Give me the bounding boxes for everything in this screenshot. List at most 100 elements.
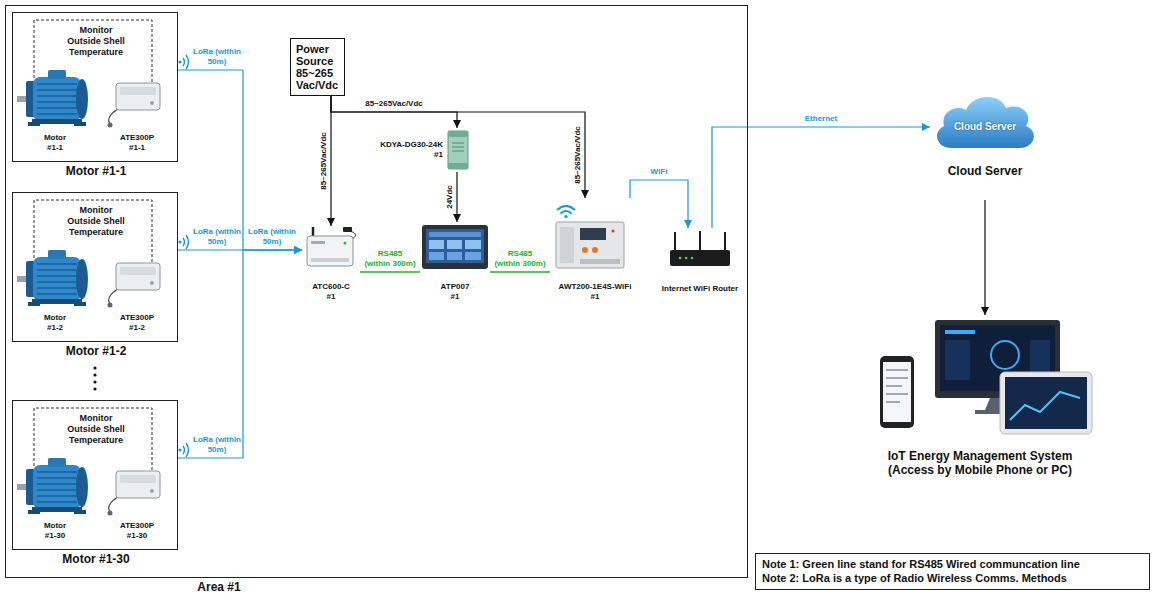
cloud-shape (937, 97, 1034, 148)
ethernet-link (712, 127, 930, 228)
sensor-label: ATE300P #1-30 (120, 521, 155, 541)
motor-label: Motor #1-30 (44, 521, 67, 541)
devices-illustration (1000, 372, 1092, 434)
area-title: Area #1 (197, 580, 242, 594)
edge-label: 85~265Vac/Vdc (318, 132, 328, 191)
device-label: AWT200-1E4S-WiFi #1 (558, 282, 632, 302)
continuation-dots (93, 373, 96, 376)
notes-box: Note 1: Green line stand for RS485 Wired… (755, 553, 1150, 590)
note-text: Note 1: Green line stand for RS485 Wired… (762, 557, 1081, 571)
edge-label: Ethernet (804, 114, 838, 124)
edge-label: 85~265Vac/Vdc (365, 99, 424, 109)
wifi-meter-icon (556, 206, 624, 268)
motor-label: Motor #1-1 (44, 133, 67, 153)
wifi-meter-icon (560, 227, 574, 263)
wifi-meter-icon (557, 206, 575, 214)
devices-illustration (1010, 392, 1080, 420)
power-line (330, 96, 331, 226)
power-line (331, 96, 585, 198)
device-label: ATC600-C #1 (312, 282, 351, 302)
power-source-label: Power Source 85~265 Vac/Vdc (296, 43, 339, 91)
motor-title: Motor #1-1 (65, 164, 127, 178)
note-text: Note 2: LoRa is a type of Radio Wireless… (762, 571, 1068, 585)
motor-unit-art (17, 408, 189, 516)
gateway-icon (311, 241, 325, 244)
edge-label: LoRa (within 50m) (193, 435, 241, 455)
power-supply-icon (452, 143, 464, 151)
devices-illustration (886, 370, 908, 402)
touchscreen-icon (447, 240, 462, 249)
device-label: ATP007 #1 (440, 282, 470, 302)
edge-label: RS485 (within 300m) (494, 249, 546, 269)
devices-illustration (945, 340, 970, 380)
edge-label: LoRa (within 50m) (193, 227, 241, 247)
cloud-title: Cloud Server (947, 164, 1023, 178)
edge-label: RS485 (within 300m) (364, 249, 416, 269)
touchscreen-icon (426, 229, 484, 263)
router-icon (685, 257, 688, 260)
rs485-line (490, 271, 550, 273)
power-supply-node: KDYA-DG30-24K #1 (375, 128, 470, 172)
gateway-icon (343, 227, 352, 232)
power-supply-icon (448, 163, 468, 169)
gateway-icon (307, 227, 356, 266)
power-supply-icon (448, 131, 468, 169)
motor-title: Motor #1-30 (62, 552, 131, 566)
gateway-icon (344, 242, 347, 245)
dc-power-line (456, 172, 457, 222)
ems-node: IoT Energy Management System (Access by … (865, 315, 1095, 480)
wifi-link (630, 180, 688, 228)
router-icon (670, 231, 730, 266)
rs485-line (360, 271, 420, 273)
edge-label: LoRa (within 50m) (193, 47, 241, 67)
touchscreen-icon (429, 252, 444, 260)
motor-unit-box: Monitor Outside Shell TemperatureMotor #… (12, 192, 178, 342)
devices-illustration (880, 356, 914, 428)
router-icon (679, 257, 682, 260)
sensor-label: ATE300P #1-2 (120, 313, 155, 333)
edge-label: 85~265Vac/Vdc (572, 126, 582, 185)
monitor-note: Monitor Outside Shell Temperature (67, 205, 126, 238)
devices-illustration (945, 330, 975, 334)
wifi-meter-icon (564, 215, 567, 218)
continuation-dots (93, 366, 96, 390)
gateway-node: ATC600-C #1 (302, 226, 360, 302)
motor-label: Motor #1-2 (44, 313, 67, 333)
devices-illustration (991, 341, 1019, 369)
wifi-meter-icon (582, 247, 588, 253)
cloud-inner-label: Cloud Server (953, 121, 1017, 133)
devices-illustration (1005, 377, 1087, 429)
lora-link (178, 70, 302, 250)
cloud-server-node: Cloud ServerCloud Server (930, 88, 1040, 200)
router-icon (691, 257, 694, 260)
motor-unit-box: Monitor Outside Shell TemperatureMotor #… (12, 400, 178, 550)
cloud-outline (930, 88, 1040, 200)
gateway-icon (312, 227, 315, 236)
device-label: KDYA-DG30-24K #1 (379, 140, 443, 160)
monitor-note: Monitor Outside Shell Temperature (67, 25, 126, 58)
device-label: Internet WiFi Router (661, 284, 739, 294)
continuation-dots (93, 380, 96, 383)
wifi-meter-icon (556, 222, 624, 268)
router-icon (675, 231, 725, 251)
edge-label: WiFi (650, 167, 668, 177)
touchscreen-icon (422, 225, 488, 269)
sensor-label: ATE300P #1-1 (120, 133, 155, 153)
router-icon (670, 250, 730, 266)
area-boundary: Monitor Outside Shell TemperatureMotor #… (5, 5, 748, 578)
wifi-meter-icon (580, 259, 620, 264)
lora-link (178, 250, 302, 458)
touchscreen-node: ATP007 #1 (420, 222, 490, 302)
power-supply-icon (448, 131, 468, 137)
motor-unit-art (17, 20, 189, 128)
devices-illustration (880, 320, 1092, 434)
power-source-box: Power Source 85~265 Vac/Vdc (290, 38, 345, 96)
router-node: Internet WiFi Router (660, 228, 740, 300)
touchscreen-icon (447, 252, 462, 260)
touchscreen-icon (422, 225, 488, 269)
data-flow-arrow (984, 200, 985, 315)
touchscreen-icon (465, 240, 481, 249)
touchscreen-icon (429, 240, 444, 249)
touchscreen-icon (429, 232, 481, 237)
